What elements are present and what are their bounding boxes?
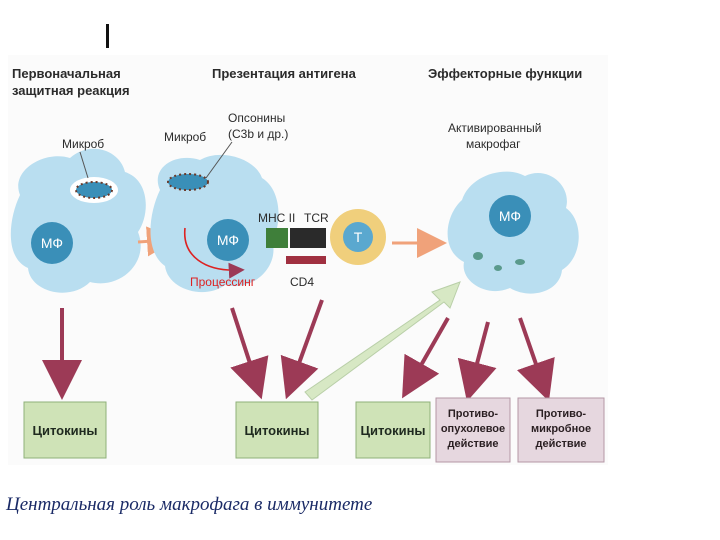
mhc-receptor bbox=[266, 228, 288, 248]
antitumor-box bbox=[435, 397, 511, 463]
nucleus-label-3: МФ bbox=[499, 208, 521, 224]
cytokines-box-2 bbox=[235, 401, 319, 459]
header-antigen-presentation: Презентация антигена bbox=[212, 66, 357, 81]
granule-2 bbox=[494, 265, 502, 271]
header-initial-line1: Первоначальная bbox=[12, 66, 121, 81]
t-cell-label: Т bbox=[354, 229, 363, 245]
granule-1 bbox=[473, 252, 483, 260]
cytokines-box-3 bbox=[355, 401, 431, 459]
activated-label-line1: Активированный bbox=[448, 121, 542, 135]
nucleus-3 bbox=[489, 195, 531, 237]
cytokines-label-2: Цитокины bbox=[244, 423, 309, 438]
granule-3 bbox=[515, 259, 525, 265]
arrow-cytokine-2a bbox=[230, 307, 269, 400]
text-cursor-icon bbox=[106, 24, 109, 48]
antitumor-line1: Противо- bbox=[448, 408, 499, 420]
arrow-cytokine-2b bbox=[280, 299, 324, 400]
tcr-label: TCR bbox=[304, 211, 329, 225]
antimicrobial-line1: Противо- bbox=[536, 408, 587, 420]
tcr-receptor bbox=[290, 228, 326, 248]
activated-label-line2: макрофаг bbox=[466, 137, 521, 151]
antitumor-line3: действие bbox=[447, 438, 498, 450]
header-effector-functions: Эффекторные функции bbox=[428, 66, 582, 81]
t-cell-nucleus bbox=[343, 222, 373, 252]
microbe-label-2: Микроб bbox=[164, 130, 206, 144]
opsonins-label-line2: (C3b и др.) bbox=[228, 127, 288, 141]
arrow-cytokine-3 bbox=[402, 317, 450, 399]
antimicrobial-line3: действие bbox=[535, 438, 586, 450]
header-initial-line2: защитная реакция bbox=[12, 83, 130, 98]
processing-arrow bbox=[184, 227, 245, 279]
microbe-pointer-1 bbox=[79, 151, 89, 179]
microbe-icon-1 bbox=[75, 181, 113, 199]
microbe-icon-2 bbox=[167, 173, 209, 191]
figure-caption: Центральная роль макрофага в иммунитете bbox=[6, 494, 373, 515]
cytokines-box-1 bbox=[23, 401, 107, 459]
arrow-antimicrobial bbox=[516, 317, 555, 402]
opsonins-label-line1: Опсонины bbox=[228, 111, 285, 125]
opsonins-pointer bbox=[205, 141, 233, 179]
antimicrobial-line2: микробное bbox=[531, 423, 591, 435]
processing-label: Процессинг bbox=[190, 275, 256, 289]
nucleus-2 bbox=[207, 219, 249, 261]
cytokines-label-1: Цитокины bbox=[32, 423, 97, 438]
cd4-receptor bbox=[286, 256, 326, 264]
antitumor-line2: опухолевое bbox=[441, 423, 505, 435]
cd4-label: CD4 bbox=[290, 275, 314, 289]
nucleus-1 bbox=[31, 222, 73, 264]
microbe-label-1: Микроб bbox=[62, 137, 104, 151]
nucleus-label-1: МФ bbox=[41, 235, 63, 251]
arrow-antitumor bbox=[457, 321, 497, 402]
feedback-arrow bbox=[304, 281, 461, 401]
nucleus-label-2: МФ bbox=[217, 232, 239, 248]
antimicrobial-box bbox=[517, 397, 605, 463]
cytokines-label-3: Цитокины bbox=[360, 423, 425, 438]
mhc-label: MHC II bbox=[258, 211, 295, 225]
